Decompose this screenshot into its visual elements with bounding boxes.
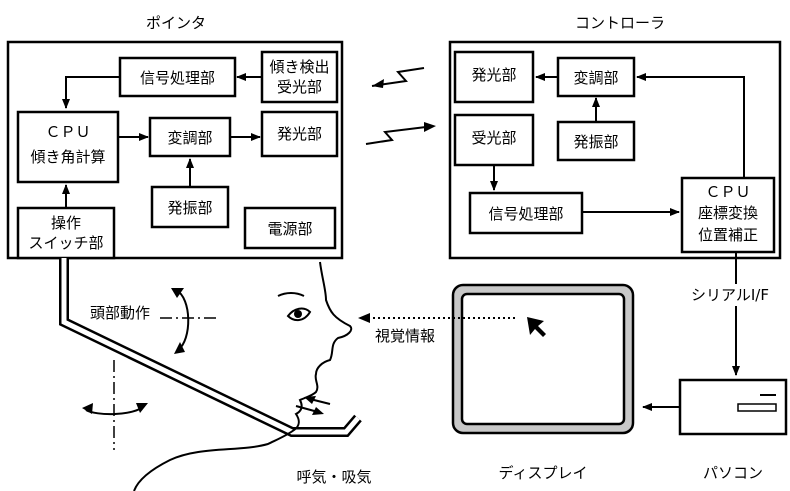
- pointer-modulator-label: 変調部: [167, 129, 212, 147]
- pointer-cpu-line1: ＣＰＵ: [45, 123, 90, 141]
- pointer-tilt-receiver-line1: 傾き検出: [269, 58, 329, 76]
- controller-title: コントローラ: [575, 14, 665, 32]
- pointer-signal-proc-label: 信号処理部: [140, 69, 215, 87]
- eyebrow-icon: [277, 292, 305, 297]
- controller-cpu-box: ＣＰＵ 座標変換 位置補正: [680, 176, 776, 254]
- pointer-emitter-box: 発光部: [260, 110, 339, 158]
- controller-receiver-box: 受光部: [453, 113, 535, 167]
- cursor-icon: [527, 317, 546, 337]
- serial-if-label: シリアルI/F: [691, 286, 769, 304]
- pointer-switch-line1: 操作: [51, 214, 81, 232]
- pc-label: パソコン: [703, 464, 763, 482]
- yaw-rotation-icon: [82, 403, 148, 416]
- pointer-signal-proc-box: 信号処理部: [118, 56, 237, 98]
- controller-cpu-line2: 座標変換: [698, 204, 758, 222]
- display-screen: [460, 292, 626, 426]
- controller-signal-proc-label: 信号処理部: [488, 205, 563, 223]
- pointer-cpu-box: ＣＰＵ 傾き角計算: [16, 110, 120, 184]
- controller-emitter-box: 発光部: [453, 50, 535, 104]
- controller-oscillator-label: 発振部: [573, 133, 618, 151]
- pitch-rotation-icon: [171, 288, 190, 354]
- breath-label: 呼気・吸気: [296, 468, 371, 486]
- pointer-switch-line2: スイッチ部: [28, 234, 103, 252]
- controller-modulator-label: 変調部: [573, 69, 618, 87]
- visual-info-arrowhead: [358, 313, 370, 323]
- controller-receiver-label: 受光部: [471, 129, 516, 147]
- pointer-emitter-label: 発光部: [277, 125, 322, 143]
- head-motion-label: 頭部動作: [90, 304, 150, 322]
- pc: [678, 378, 788, 436]
- wireless-signal-to-controller: [365, 122, 436, 145]
- pointer-title: ポインタ: [146, 14, 206, 32]
- head-profile: [133, 261, 353, 491]
- pointer-oscillator-label: 発振部: [167, 199, 212, 217]
- arrow-ccpu-to-cmod: [636, 73, 745, 178]
- display: [451, 283, 635, 435]
- pointer-tilt-receiver-line2: 受光部: [277, 78, 322, 96]
- pointer-tilt-receiver-box: 傾き検出 受光部: [260, 50, 339, 104]
- pointer-wand: [59, 258, 362, 437]
- pointer-cpu-line2: 傾き角計算: [30, 148, 105, 166]
- wireless-signal-to-pointer: [371, 67, 425, 88]
- controller-oscillator-box: 発振部: [556, 120, 636, 162]
- pointer-oscillator-box: 発振部: [150, 185, 230, 229]
- pointer-switch-box: 操作 スイッチ部: [16, 206, 116, 260]
- pointer-power-box: 電源部: [243, 206, 337, 250]
- pointer-modulator-box: 変調部: [148, 116, 232, 158]
- controller-cpu-line3: 位置補正: [698, 226, 758, 244]
- breath-arrows-icon: [295, 396, 331, 415]
- visual-info-label: 視覚情報: [375, 327, 435, 345]
- controller-signal-proc-box: 信号処理部: [468, 191, 584, 235]
- pointer-power-label: 電源部: [267, 220, 312, 238]
- controller-emitter-label: 発光部: [471, 66, 516, 84]
- arrow-signal-to-cpu: [62, 76, 120, 109]
- controller-modulator-box: 変調部: [556, 56, 636, 98]
- display-label: ディスプレイ: [499, 464, 588, 482]
- controller-cpu-line1: ＣＰＵ: [705, 183, 750, 201]
- pc-drive-slot: [737, 403, 777, 412]
